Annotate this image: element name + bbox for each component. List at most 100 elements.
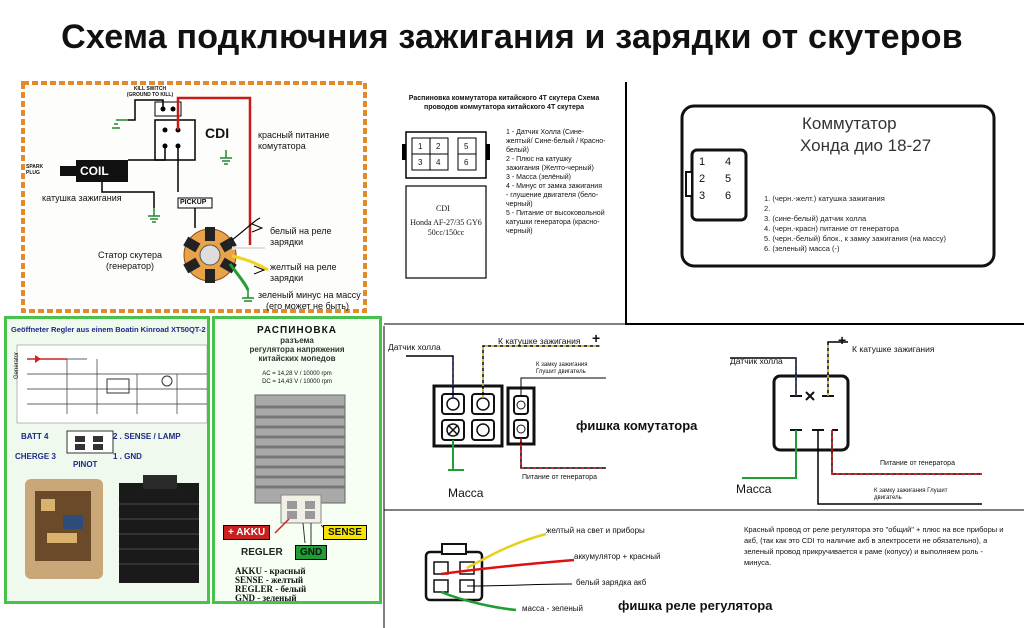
yellow-relay-text: желтый на реле [270,262,337,272]
reg-legend-item: AKKU - красный [235,566,306,576]
honda-pin-list: 1. (черн.-желт.) катушка зажигания 2. 3.… [764,194,946,254]
kill-switch-label: KILL SWITCH (GROUND TO KILL) [126,86,174,98]
honda-pin: 2 [698,173,706,185]
coil-label: COIL [80,164,109,178]
cdi-box [154,119,196,161]
cherge-label: CHERGE 3 [15,452,56,461]
to-lock-label: К замку зажигания Глушит двигатель [536,362,588,375]
pickup-label: PICKUP [180,199,207,206]
cdi-box-label: CDI [436,204,450,213]
regulator-photo [254,394,346,547]
gen-power-label: Питание от генератора [522,474,597,481]
honda-connector-drawing [680,104,996,268]
reg-legend-item: REGLER - белый [235,584,307,594]
plus-sign: + [592,330,601,346]
cdi-pin-desc-list: 1 - Датчик Холла (Сине-желтый/ Сине-белы… [506,128,606,236]
sense-tag: SENSE [323,525,367,540]
ground-label-2: Масса [736,482,772,496]
regulator-connector-drawing [424,532,575,612]
panel-cdi-pinout: Распиновка коммутатора китайского 4Т ску… [396,94,606,294]
to-coil-label: К катушке зажигания [498,336,581,346]
pin-5: 5 [464,142,469,151]
coil-desc-label: катушка зажигания [42,193,122,203]
honda-pins-left: 1 2 3 [694,154,710,205]
reg-dc: DC = 14,43 V / 10000 rpm [262,379,332,385]
honda-title-2: Хонда дио 18-27 [800,136,932,155]
honda-pin-item: 2. [764,204,771,213]
honda-pin-item: 1. (черн.-желт.) катушка зажигания [764,194,885,203]
panel-honda-dio: Коммутатор Хонда дио 18-27 1 2 3 4 5 6 1… [680,104,996,268]
white-relay-text: белый на реле [270,226,332,236]
reg-title-4: китайских мопедов [258,354,336,363]
honda-title-1: Коммутатор [802,114,897,133]
regulator-connector-title: фишка реле регулятора [618,598,773,613]
page-title: Схема подключния зажигания и зарядки от … [61,18,963,56]
honda-pin-item: 5. (черн.-белый) блок., к замку зажигани… [764,234,946,243]
plus-sign-2: + [838,332,847,348]
pin-1: 1 [418,142,423,151]
kill-switch-box [154,101,182,117]
honda-pin: 3 [698,190,706,202]
honda-pin: 4 [724,156,732,168]
reg-title-1: РАСПИНОВКА [257,325,337,336]
reg-ac: AC = 14,28 V / 10000 rpm [262,371,332,377]
red-power-label: красный питание комутатора [258,130,330,151]
cdi-pin-desc: 2 - Плюс на катушку зажигания (Желто-чер… [506,156,594,172]
batt-label: BATT 4 [21,432,49,441]
white-wire-label: белый зарядка акб [576,578,647,587]
reg-legend-item: SENSE - желтый [235,575,304,585]
gnd-label: 1 . GND [113,452,142,461]
panel-regulator-open: Geöffneter Regler aus einem Boatin Kinro… [4,316,210,604]
pin-2: 2 [436,142,441,151]
green-minus-label: зеленый минус на массу (его может не быт… [258,290,361,312]
spark-plug-label: SPARK PLUG [26,164,44,176]
panel-regulator-pinout: РАСПИНОВКА разъема регулятора напряжения… [212,316,382,604]
honda-pin-item: 4. (черн.-красн) питание от генератора [764,224,899,233]
stator-label: Статор скутера (генератор) [98,250,162,271]
reg-title-2: разъема [280,336,314,345]
ground-label: Масса [448,486,484,500]
regulator-open-header: Geöffneter Regler aus einem Boatin Kinro… [11,325,206,334]
white-relay-text-2: зарядки [270,237,304,247]
gen-power-label-2: Питание от генератора [880,460,955,467]
reg-legend-item: GND - зеленый [235,593,297,603]
red-wire-label: аккумулятор + красный [574,552,661,561]
cdi-model-label: Honda AF-27/35 GY6 50cc/150cc [410,218,482,237]
stator-drawing [183,227,237,283]
coil-body [76,160,128,182]
panel-ignition-wiring: KILL SWITCH (GROUND TO KILL) CDI COIL SP… [20,80,368,314]
cdi-pin-desc: 4 - Минус от замка зажигания - глушение … [506,183,603,208]
honda-pin: 6 [724,190,732,202]
regulator-note: Красный провод от реле регулятора это "о… [744,525,1004,567]
cdi-pinout-header: Распиновка коммутатора китайского 4Т ску… [408,95,600,111]
cdi-label: CDI [205,125,230,141]
pin-4: 4 [436,158,441,167]
cdi-pin-desc: 3 - Масса (зелёный) [506,174,571,181]
ignition-wiring-drawing [21,81,367,313]
akku-tag: + AKKU [223,525,271,540]
yellow-relay-text-2: зарядки [270,273,304,283]
regler-tag: REGLER [241,547,283,558]
panel-commutator-connector: Датчик холла К катушке зажигания + К зам… [386,330,1024,510]
cdi-connector-drawing [402,131,490,279]
green-wire-label: масса - зеленый [522,604,584,613]
commutator-connector-drawing [406,341,982,505]
commutator-connector-title: фишка комутатора [576,418,698,433]
generator-label: Generator [14,351,20,379]
to-coil-label-2: К катушке зажигания [852,344,935,354]
reg-legend: AKKU - красный SENSE - желтый REGLER - б… [235,567,306,603]
to-lock-label-2: К замку зажигания Глушит двигатель [874,488,948,501]
hall-sensor-label: Датчик холла [388,342,441,352]
reg-title-3: регулятора напряжения [249,345,345,354]
yellow-wire-label: желтый на свет и приборы [546,526,645,535]
honda-pin: 1 [698,156,706,168]
gnd-tag: GND [295,545,328,560]
green-minus-text: зеленый минус на массу [258,290,361,300]
white-relay-label: белый на реле зарядки [270,226,331,248]
green-minus-text-2: (его может не быть) [266,301,349,311]
regulator-schematic [16,344,207,583]
cdi-pin-desc: 1 - Датчик Холла (Сине-желтый/ Сине-белы… [506,129,606,154]
honda-pin: 5 [724,173,732,185]
pin-3: 3 [418,158,423,167]
honda-pin-item: 6. (зеленый) масса (-) [764,244,840,253]
